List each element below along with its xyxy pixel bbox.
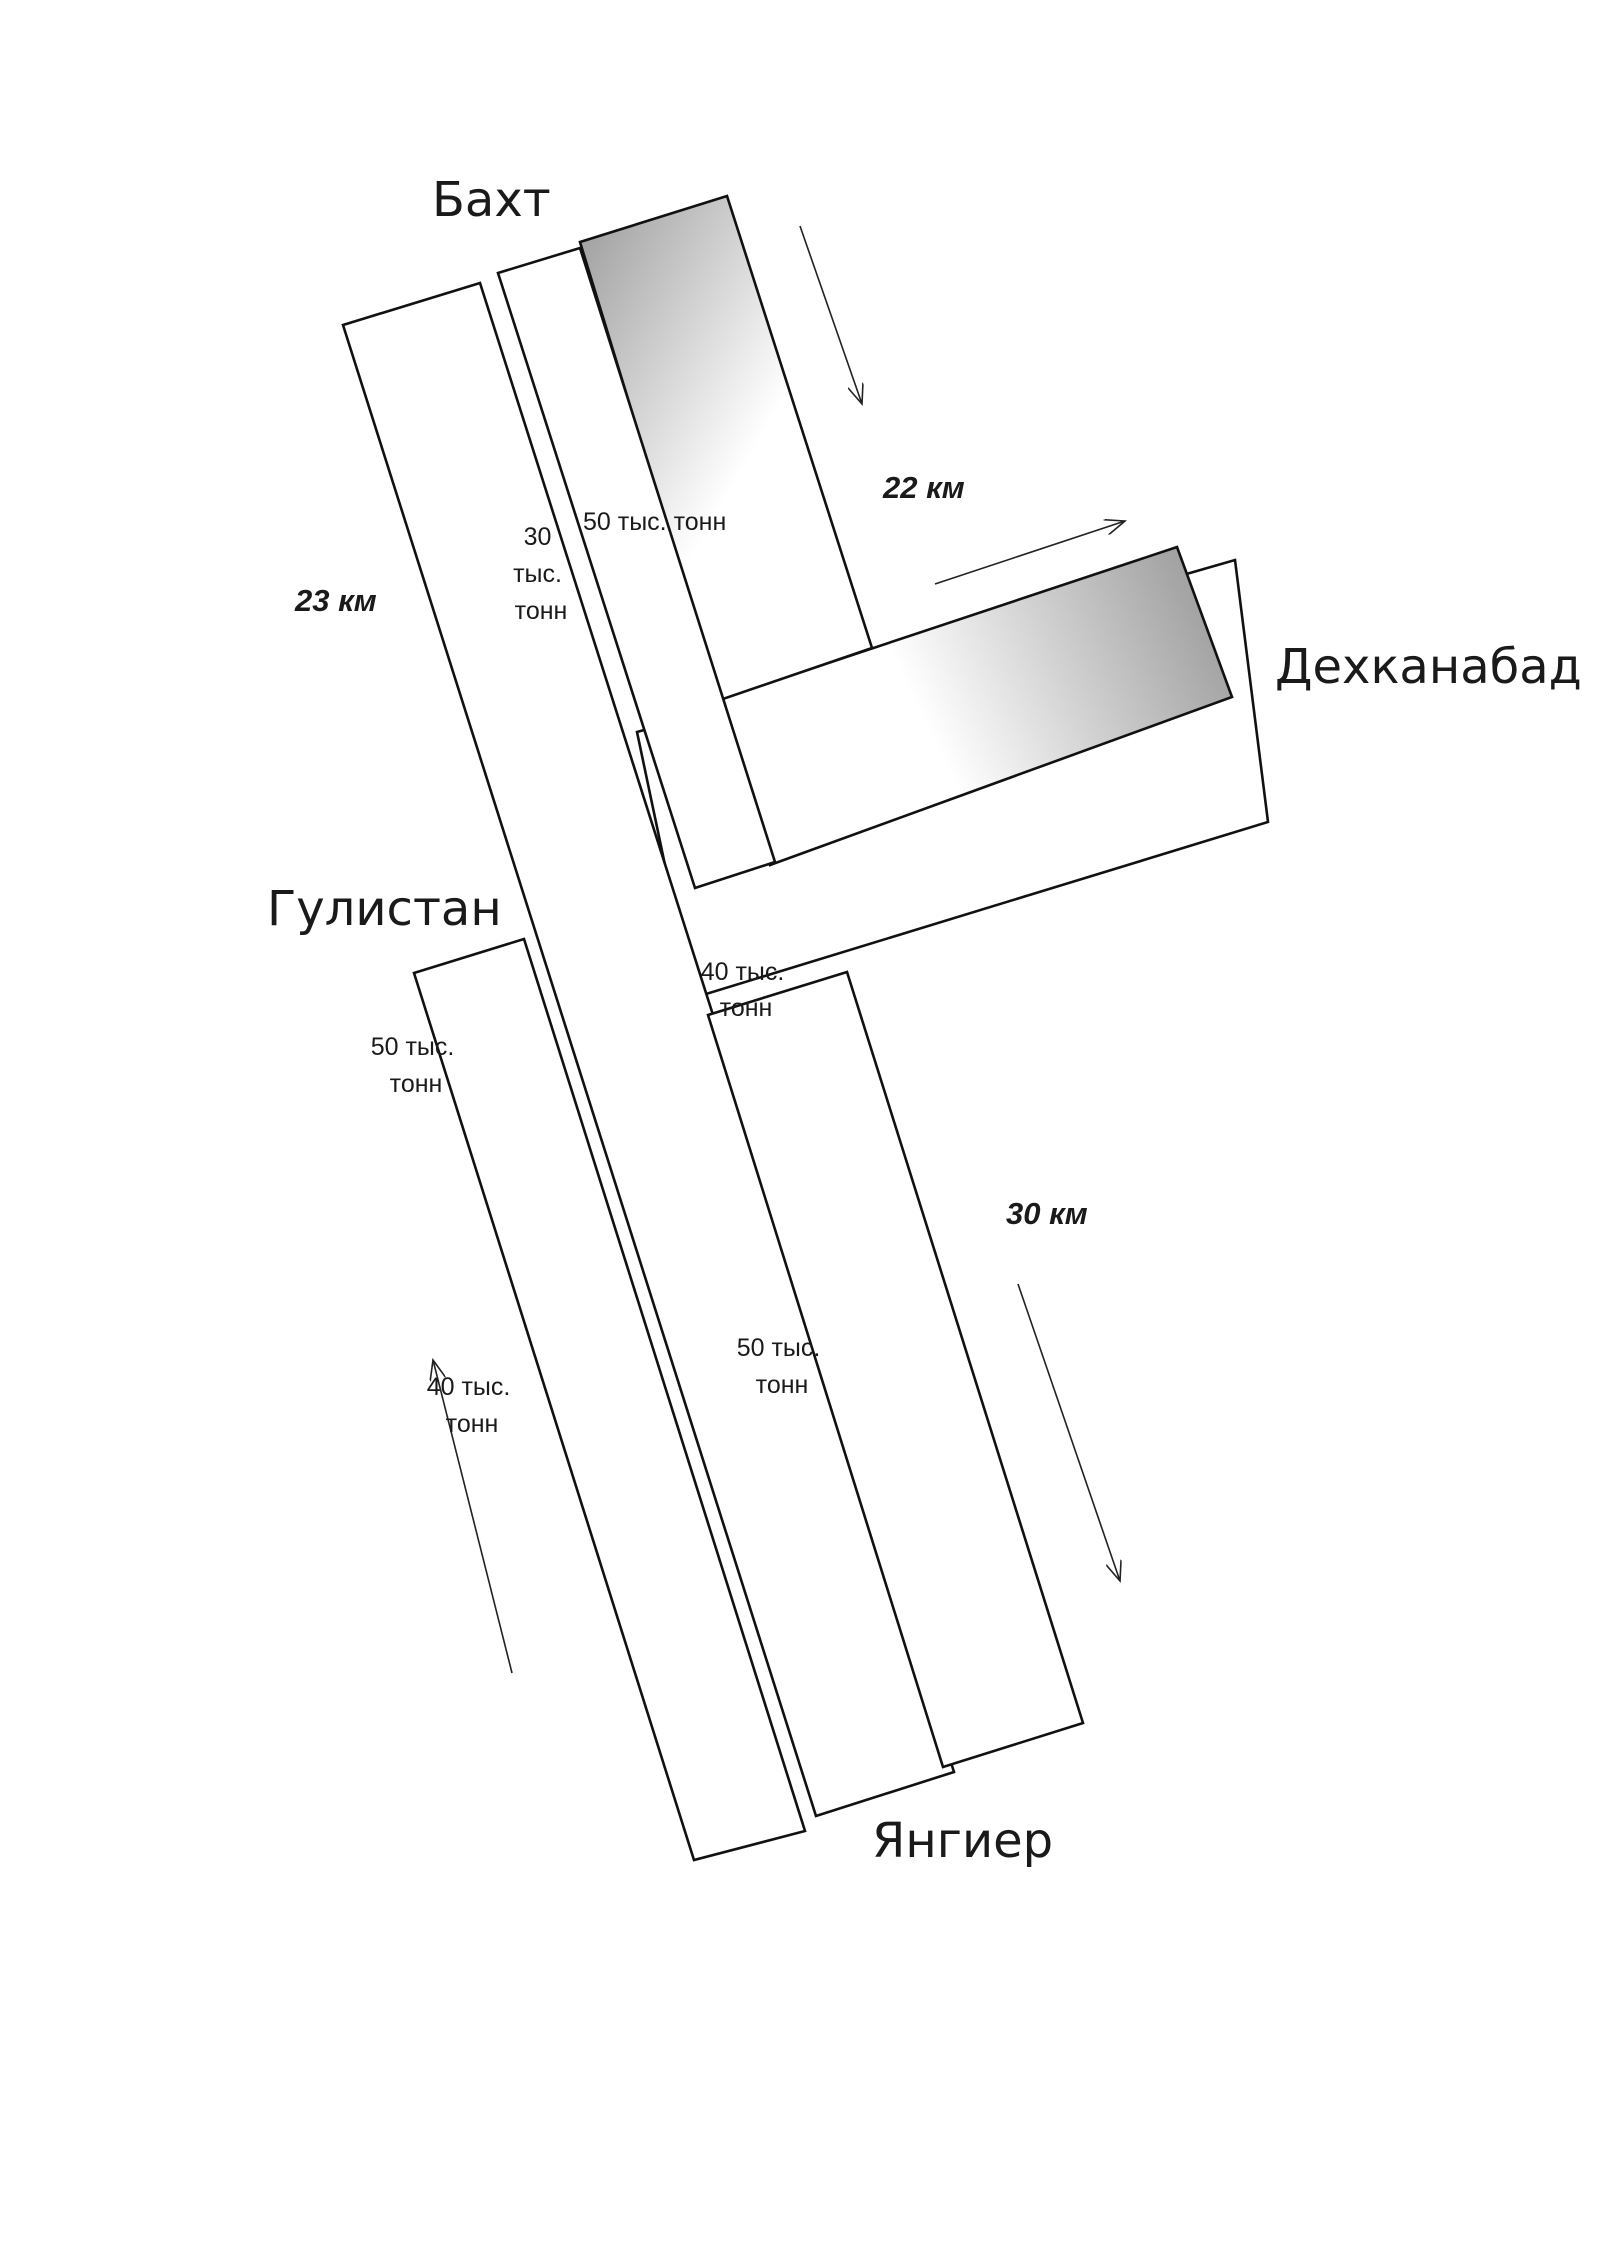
arrow-dekhkanabad-yangiyer-down <box>1017 1283 1120 1581</box>
distance-bakht-gulistan: 23 км <box>294 583 377 618</box>
city-dekhkanabad: Дехканабад <box>1275 639 1582 695</box>
capacity-road-b: 50 тыс. тонн <box>583 508 726 536</box>
arrow-yangiyer-gulistan-up <box>433 1360 513 1674</box>
road-bakht-gulistan <box>341 281 956 1818</box>
arrow-to-dekhkanabad <box>934 521 1125 585</box>
city-gulistan: Гулистан <box>267 881 502 937</box>
capacity-road-c: 40 тыс. тонн <box>701 958 792 1022</box>
distance-dekhkanabad-yangiyer: 30 км <box>1006 1196 1088 1231</box>
road-bakht-center-strip <box>496 246 777 890</box>
distance-bakht-dekhkanabad: 22 км <box>882 470 965 505</box>
road-junction-yangiyer <box>706 970 1085 1769</box>
capacity-road-e: 50 тыс. тонн <box>737 1334 828 1399</box>
city-bakht: Бахт <box>432 172 551 228</box>
capacity-road-f: 40 тыс. тонн <box>427 1373 518 1438</box>
capacity-road-d: 50 тыс. тонн <box>371 1033 462 1098</box>
road-gulistan-yangiyer <box>412 937 807 1862</box>
arrow-bakht-dekhkanabad-down <box>799 225 862 404</box>
city-yangiyer: Янгиер <box>872 1813 1053 1869</box>
capacity-road-a: 30 тыс. тонн <box>513 523 569 625</box>
